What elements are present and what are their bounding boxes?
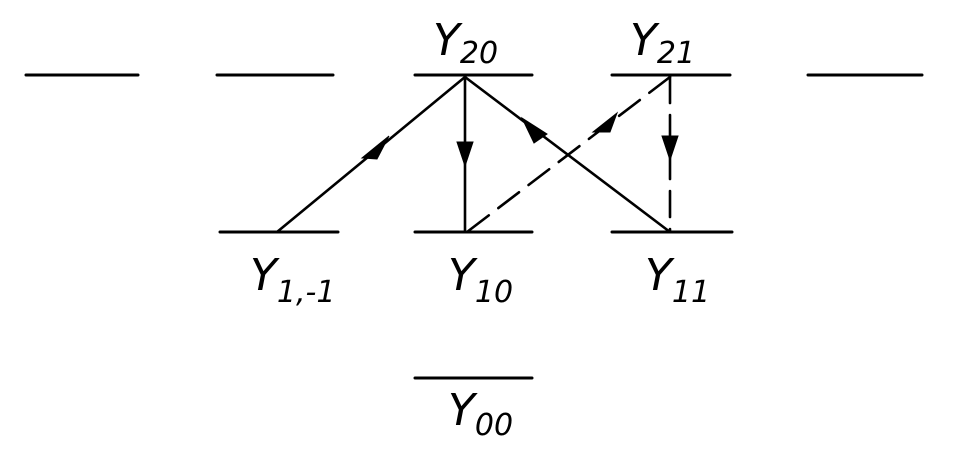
label-y10: Y10: [448, 250, 513, 310]
arrowhead-y20-to-y11: [520, 116, 548, 144]
arrowhead-y21-to-y10: [591, 111, 619, 133]
arrowhead-y21-to-y11: [661, 135, 679, 162]
label-y00: Y00: [448, 385, 513, 443]
label-y20-subscript: 20: [460, 36, 498, 71]
label-y11-subscript: 11: [672, 275, 710, 310]
label-y21-symbol: Y: [630, 15, 660, 66]
label-y00-subscript: 00: [475, 408, 513, 443]
label-y20: Y20: [433, 15, 498, 71]
arrowhead-y20-to-y1m1: [360, 135, 390, 160]
label-y20-symbol: Y: [433, 15, 463, 66]
label-y1m1-symbol: Y: [250, 250, 280, 301]
label-y11-symbol: Y: [645, 250, 675, 301]
label-y10-subscript: 10: [475, 275, 513, 310]
label-y21-subscript: 21: [657, 36, 695, 71]
label-y10-symbol: Y: [448, 250, 478, 301]
label-y00-symbol: Y: [448, 385, 478, 436]
label-y11: Y11: [645, 250, 710, 310]
label-y1m1-subscript: 1,-1: [277, 275, 336, 310]
transition-y21-to-y10: [465, 75, 672, 234]
arrowhead-y20-to-y10: [456, 141, 474, 168]
label-y1m1: Y1,-1: [250, 250, 335, 310]
label-y21: Y21: [630, 15, 695, 71]
